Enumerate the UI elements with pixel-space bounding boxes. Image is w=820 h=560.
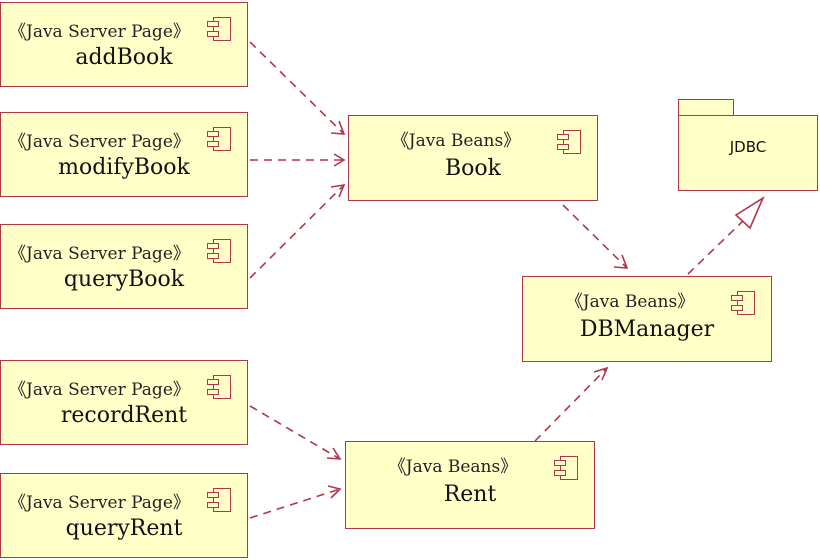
- stereotype-label: 《Java Server Page》: [9, 244, 190, 264]
- stereotype-label: 《Java Server Page》: [9, 132, 190, 152]
- component-rent: 《Java Beans》 Rent: [345, 441, 595, 529]
- uml-component-icon: [207, 375, 233, 401]
- uml-component-icon: [207, 127, 233, 153]
- stereotype-label: 《Java Beans》: [565, 292, 695, 312]
- component-book: 《Java Beans》 Book: [348, 115, 598, 201]
- component-name: queryBook: [63, 267, 185, 292]
- stereotype-label: 《Java Beans》: [388, 457, 518, 477]
- stereotype-label: 《Java Beans》: [391, 131, 521, 151]
- uml-component-icon: [207, 239, 233, 265]
- dependency-arrow-rent-dbmanager: [534, 366, 609, 442]
- realization-arrow-dbmanager-jdbc: [687, 195, 765, 275]
- component-querybook: 《Java Server Page》 queryBook: [0, 224, 248, 309]
- uml-component-icon: [731, 291, 757, 317]
- dependency-arrow-querybook-book: [249, 183, 346, 279]
- component-name: recordRent: [60, 403, 188, 428]
- component-name: Rent: [443, 482, 497, 507]
- uml-component-icon: [554, 456, 580, 482]
- package-jdbc: JDBC: [678, 115, 818, 191]
- dependency-arrow-queryrent-rent: [249, 485, 342, 519]
- component-name: queryRent: [65, 516, 183, 541]
- component-name: Book: [445, 156, 501, 181]
- package-name: JDBC: [729, 138, 767, 156]
- dependency-arrow-book-dbmanager: [562, 204, 629, 269]
- stereotype-label: 《Java Server Page》: [9, 493, 190, 513]
- component-addbook: 《Java Server Page》 addBook: [0, 2, 248, 87]
- component-dbmanager: 《Java Beans》 DBManager: [522, 276, 772, 362]
- component-name: addBook: [75, 45, 173, 70]
- stereotype-label: 《Java Server Page》: [9, 22, 190, 42]
- uml-component-icon: [207, 17, 233, 43]
- stereotype-label: 《Java Server Page》: [9, 380, 190, 400]
- component-name: DBManager: [579, 317, 715, 342]
- component-name: modifyBook: [58, 155, 190, 180]
- component-queryrent: 《Java Server Page》 queryRent: [0, 473, 248, 558]
- dependency-arrow-modifybook-book: [250, 153, 346, 167]
- component-recordrent: 《Java Server Page》 recordRent: [0, 360, 248, 445]
- component-modifybook: 《Java Server Page》 modifyBook: [0, 112, 248, 197]
- uml-component-icon: [207, 488, 233, 514]
- dependency-arrow-recordrent-rent: [249, 405, 342, 460]
- dependency-arrow-addbook-book: [249, 41, 346, 135]
- uml-component-icon: [557, 130, 583, 156]
